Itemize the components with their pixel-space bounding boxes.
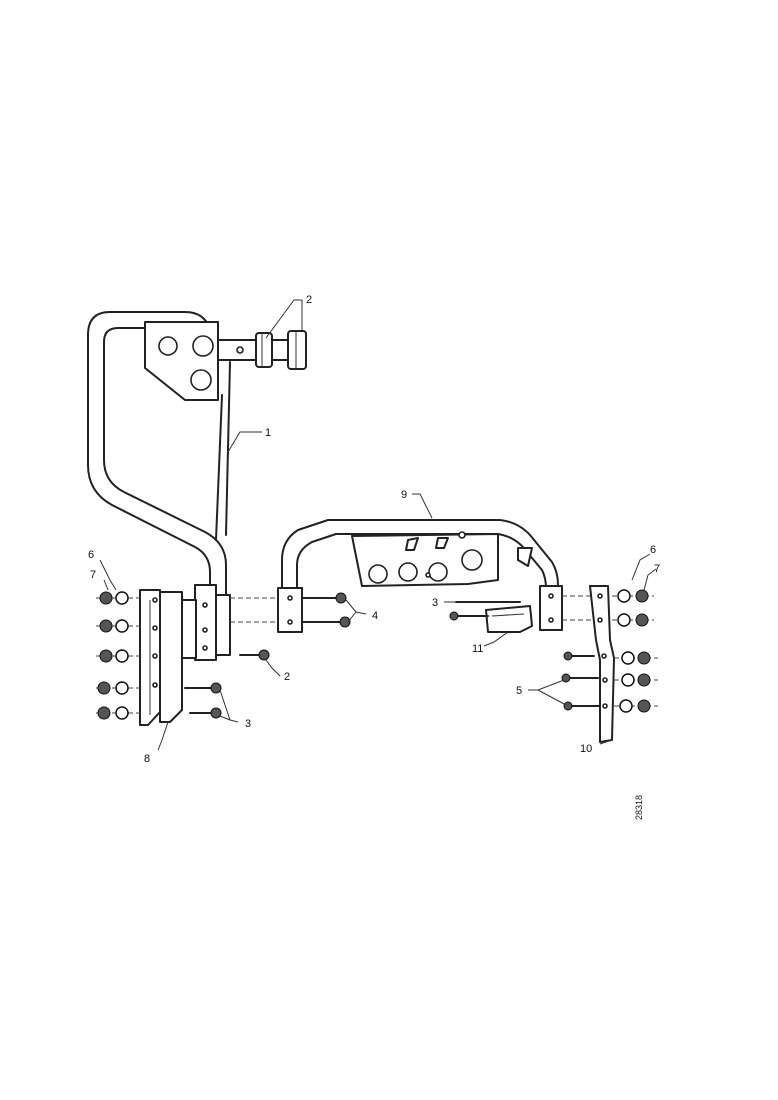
callout-8: 8 [144,753,150,765]
center-bolts [301,592,351,628]
leader-lines [99,299,657,751]
callout-9: 9 [401,489,407,501]
right-mounting-plate [351,531,499,587]
left-bolts [184,597,292,719]
callout-10: 10 [580,743,592,755]
right-clamp-assembly [449,595,592,633]
upper-bushing-assembly [255,330,307,370]
callout-3-left: 3 [245,718,251,730]
callout-7-right: 7 [654,563,660,575]
callout-6-right: 6 [650,544,656,556]
right-frame-feet [277,547,563,633]
callout-11: 11 [472,643,483,655]
callout-5: 5 [516,685,522,697]
callout-3-right: 3 [432,597,438,609]
callout-labels: 2 1 9 6 7 2 3 8 4 3 11 6 7 5 10 [88,294,660,765]
callout-2-top: 2 [306,294,312,306]
left-bracket-assembly [139,584,231,726]
upper-mounting-plate [144,321,259,401]
left-nut-washer-stack [96,591,140,720]
right-nut-washer-stack [612,589,658,713]
callout-1: 1 [265,427,271,439]
figure-reference-number: 28318 [634,795,644,820]
right-bracket-assembly [589,585,615,743]
right-tube-frame [281,519,559,613]
callout-2-mid: 2 [284,671,290,683]
callout-6-left: 6 [88,549,94,561]
right-bolts [561,651,601,711]
callout-4: 4 [372,610,378,622]
callout-7-left: 7 [90,569,96,581]
